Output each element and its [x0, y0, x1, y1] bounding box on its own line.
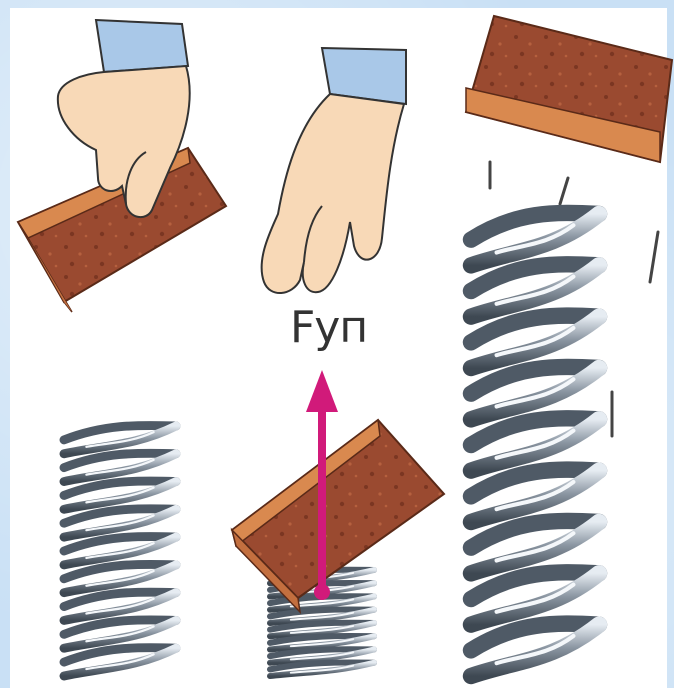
elastic-force-label: Fуп — [290, 302, 367, 353]
right-brick — [466, 16, 672, 162]
center-hand — [262, 48, 406, 293]
right-spring — [471, 213, 599, 676]
left-spring — [64, 425, 176, 676]
